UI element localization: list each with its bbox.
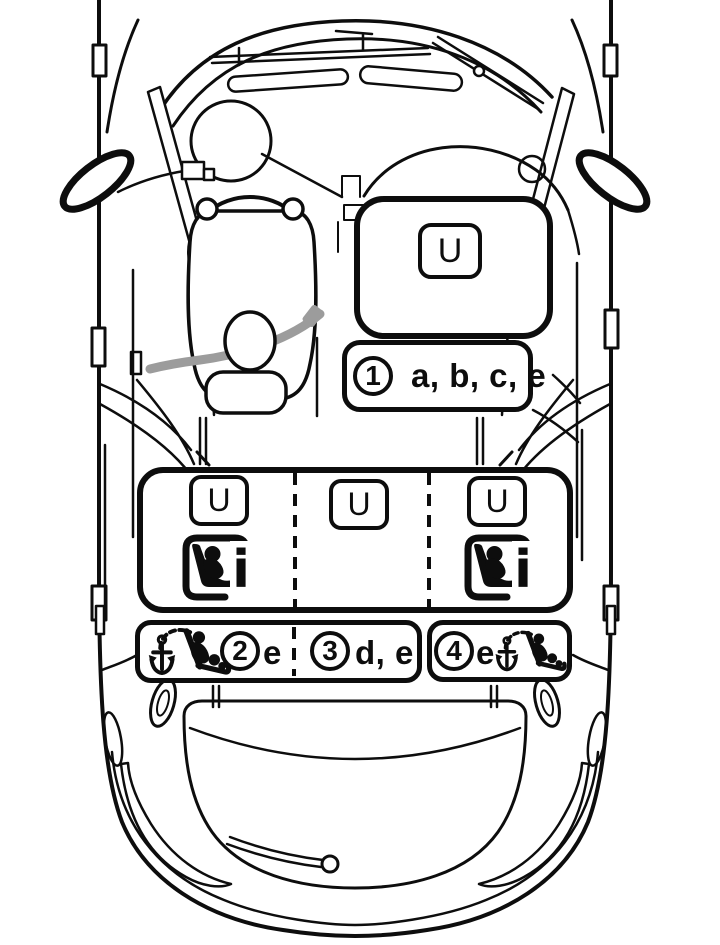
driver-headrest — [204, 370, 288, 415]
pillar-marks — [90, 43, 620, 636]
isize-child-seat-icon: i — [181, 533, 273, 607]
footnote-1-number: 1 — [353, 356, 393, 396]
left-side-mirror — [59, 149, 135, 213]
front-footnote-box: 1 a, b, c, e — [342, 340, 546, 412]
front-usage-code: U — [437, 231, 463, 270]
rear-left-usage-code: U — [207, 482, 231, 518]
footnote-1-codes: a, b, c, e — [411, 357, 547, 394]
windshield — [105, 18, 605, 134]
footnote-3-codes: d, e — [355, 634, 414, 671]
driver-figure — [145, 197, 325, 415]
rear-wiper — [225, 835, 325, 869]
driver-head — [223, 310, 277, 372]
isize-i-label: i — [230, 541, 252, 601]
front-passenger-position-panel: U — [354, 196, 553, 339]
rear-footnote-box-outer: 2 e 3 d, e — [135, 620, 422, 683]
top-tether-anchor-icon — [494, 628, 570, 674]
rear-center-usage-chip: U — [329, 479, 389, 530]
right-taillight — [477, 761, 591, 888]
footnote-4-codes: e — [476, 634, 495, 671]
driver-left-hand — [195, 197, 219, 221]
rear-footnote-box-right: 4 e — [427, 620, 572, 682]
right-defroster-vent — [358, 65, 464, 92]
rear-left-usage-chip: U — [189, 475, 249, 526]
rear-seat-row-panel: U U U i — [137, 467, 573, 613]
seat-divider-left — [293, 473, 297, 607]
rear-right-usage-code: U — [485, 483, 509, 519]
rear-window — [119, 699, 591, 890]
seat-divider-right — [427, 473, 431, 607]
footnote-4-number: 4 — [434, 631, 474, 671]
isize-child-seat-icon: i — [463, 533, 555, 607]
footnote-2-number: 2 — [220, 631, 260, 671]
right-side-mirror — [575, 149, 651, 213]
footnote-divider — [292, 627, 296, 676]
left-taillight — [119, 761, 233, 888]
front-usage-chip: U — [418, 223, 482, 279]
rear-center-usage-code: U — [347, 486, 371, 522]
driver-right-hand — [281, 197, 305, 221]
left-defroster-vent — [226, 68, 350, 93]
seat-belt — [145, 309, 325, 374]
instrument-cluster — [189, 99, 273, 183]
windshield-wipers — [208, 29, 545, 111]
footnote-3-number: 3 — [310, 631, 350, 671]
child-seat-pictogram — [464, 534, 532, 601]
footnote-2-codes: e — [263, 634, 282, 671]
rear-right-usage-chip: U — [467, 476, 527, 527]
isize-i-label: i — [512, 541, 534, 601]
dashboard — [116, 99, 581, 256]
